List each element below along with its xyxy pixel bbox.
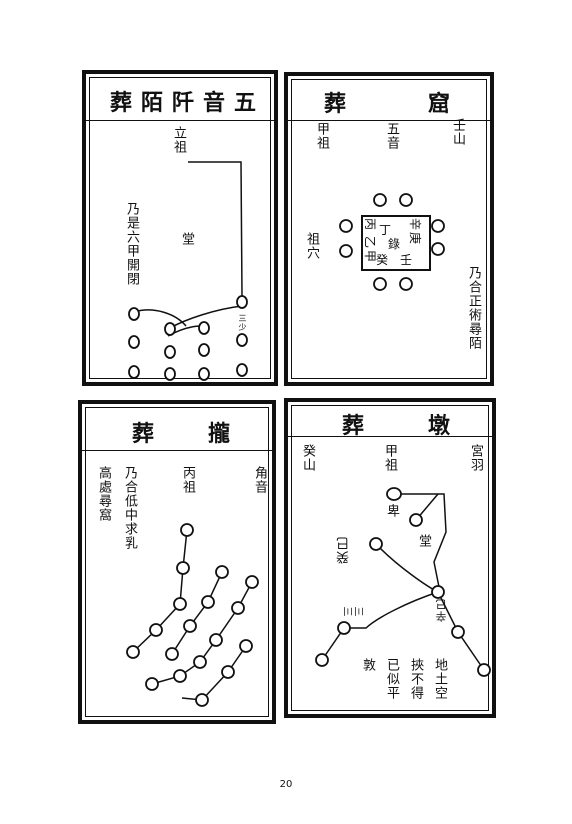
center-char-lu: 錄 [388,236,400,251]
title-divider [82,450,272,451]
burial-diagram: 丁 丙 辛 庚 乙 甲 錄 癸 壬 [339,193,445,291]
label-sanshao: 三少 [238,314,247,332]
label-jiazu: 甲祖 [314,122,329,150]
label-dizhong: 乃合低中求乳 [122,466,137,550]
label-bei: 卑 [384,504,399,518]
label-bingzu: 丙祖 [180,466,195,494]
burial-diagram [126,523,259,707]
panel-frame [291,79,487,379]
panel-wuyin-qianmo: 葬陌阡音五 立祖 乃是六甲開閉 堂 三少 [82,70,278,386]
panel-title-right: 攏 [208,421,233,447]
label-zhengshu: 乃合正術尋陌 [466,266,481,350]
panel-title: 葬陌阡音五 [110,90,266,116]
label-xiabude: 挾不得 [408,658,423,700]
burial-diagram [315,487,491,677]
title-divider [86,120,274,121]
panel-frame [85,407,269,717]
label-tang: 堂 [416,534,431,548]
panel-title-right: 墩 [428,413,453,439]
center-char-yi: 乙 [363,236,377,248]
center-char-gui: 癸 [376,253,388,267]
panel-frame [89,77,271,379]
page-number: 20 [279,779,293,790]
panel-long: 葬 攏 高處尋窩 乃合低中求乳 丙祖 角音 [78,400,276,724]
center-char-geng: 庚 [408,232,423,244]
label-lizu: 立祖 [171,126,186,154]
burial-diagram [128,161,248,381]
center-char-jia: 甲 [363,250,377,262]
panel-ku: 葬 窟 甲祖 五音 壬山 祖穴 乃合正術尋陌 丁 丙 辛 庚 乙 甲 錄 癸 壬 [284,72,494,386]
center-char-bing: 丙 [363,218,377,230]
title-divider [288,120,490,121]
center-char-xin: 辛 [408,218,422,230]
panel-title-left: 葬 [342,413,367,439]
panel-title-left: 葬 [324,91,349,117]
center-char-ren: 壬 [400,253,412,267]
panel-title-right: 窟 [428,91,453,117]
label-jiaoyin: 角音 [252,466,267,494]
label-wuyin: 五音 [384,122,399,150]
panel-dun: 葬 墩 癸山 甲祖 宮羽 卑 堂 癸巳 辛巳 三三 地土空 挾不得 已似平 敦 [284,398,496,718]
center-char-ding: 丁 [379,223,391,237]
label-gongyu: 宮羽 [468,444,483,472]
panel-frame [291,405,489,711]
label-tang: 堂 [179,232,194,246]
label-renshan: 壬山 [450,118,465,146]
label-liujia: 乃是六甲開閉 [124,202,139,286]
label-ditukong: 地土空 [432,658,447,700]
label-dun: 敦 [360,658,375,672]
label-yisiping: 已似平 [384,658,399,700]
label-jiazu: 甲祖 [382,444,397,472]
label-guishan: 癸山 [300,444,315,472]
label-zuxue: 祖穴 [304,232,319,260]
panel-title-left: 葬 [132,421,157,447]
label-gaochu: 高處尋窩 [96,466,111,522]
title-divider [288,436,492,437]
